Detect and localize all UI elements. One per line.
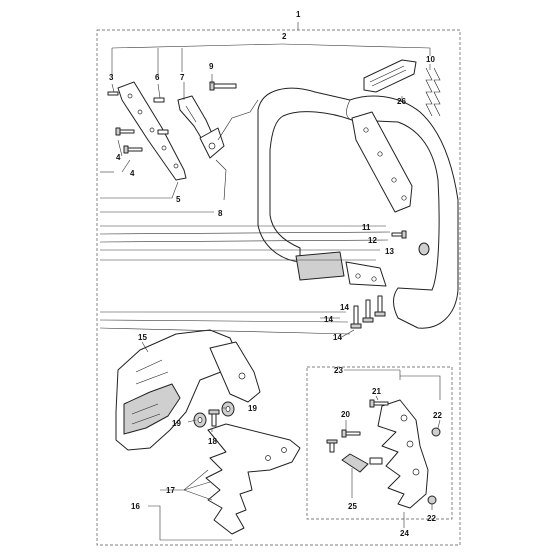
callout-3: 3 <box>109 73 114 82</box>
spring <box>425 67 441 117</box>
throttle-lever <box>363 59 417 93</box>
spike-bumper <box>205 423 301 535</box>
washer <box>418 242 430 256</box>
spike-plate <box>377 399 429 509</box>
screw-3 <box>107 91 119 96</box>
callout-11: 11 <box>362 223 371 232</box>
control-rod <box>215 99 259 201</box>
callout-17: 17 <box>166 486 175 495</box>
callout-5: 5 <box>176 195 181 204</box>
screw-4b <box>123 145 143 154</box>
lock-mechanism <box>177 95 225 159</box>
callout-10: 10 <box>426 55 435 64</box>
callout-25: 25 <box>348 502 357 511</box>
callout-18: 18 <box>208 437 217 446</box>
callout-7: 7 <box>180 73 185 82</box>
callout-26: 26 <box>397 97 406 106</box>
bolt-21 <box>369 399 389 408</box>
callout-13: 13 <box>385 247 394 256</box>
rear-mount-plate <box>351 111 413 213</box>
callout-4b: 4 <box>130 169 135 178</box>
callout-16: 16 <box>131 502 140 511</box>
bolt-18 <box>208 409 220 427</box>
brake-housing <box>115 329 261 451</box>
callout-22b: 22 <box>427 514 436 523</box>
callout-15: 15 <box>138 333 147 342</box>
spacer <box>341 453 383 473</box>
bolt-9 <box>209 81 237 91</box>
callout-8: 8 <box>218 209 223 218</box>
washers-19 <box>193 401 235 428</box>
callout-1: 1 <box>296 10 301 19</box>
guard-plate <box>117 81 187 181</box>
mounting-bracket <box>345 261 387 287</box>
nuts-22 <box>427 427 441 505</box>
screws-14 <box>350 295 386 329</box>
callout-4a: 4 <box>116 153 121 162</box>
bushing-6 <box>153 97 169 135</box>
callout-21: 21 <box>372 387 381 396</box>
callout-14a: 14 <box>340 303 349 312</box>
callout-14b: 14 <box>324 315 333 324</box>
leader-lines <box>99 22 441 541</box>
callout-24: 24 <box>400 529 409 538</box>
grip-sleeve <box>295 251 345 281</box>
callout-22a: 22 <box>433 411 442 420</box>
assembly-frame-sub-23 <box>306 366 453 520</box>
bolt-20 <box>341 429 361 438</box>
assembly-frame-main <box>96 29 461 546</box>
screw-4a <box>115 127 135 136</box>
callout-9: 9 <box>209 62 214 71</box>
bolt-20b <box>326 439 338 453</box>
screw <box>391 230 407 239</box>
callout-6: 6 <box>155 73 160 82</box>
front-handle-bar <box>257 87 459 329</box>
callout-19b: 19 <box>172 419 181 428</box>
callout-14c: 14 <box>333 333 342 342</box>
callout-19a: 19 <box>248 404 257 413</box>
callout-20: 20 <box>341 410 350 419</box>
callout-23: 23 <box>334 366 343 375</box>
callout-12: 12 <box>368 236 377 245</box>
callout-labels: 1 2 3 6 7 9 10 26 4 4 5 8 11 12 13 14 14… <box>109 10 442 538</box>
callout-2: 2 <box>282 32 287 41</box>
